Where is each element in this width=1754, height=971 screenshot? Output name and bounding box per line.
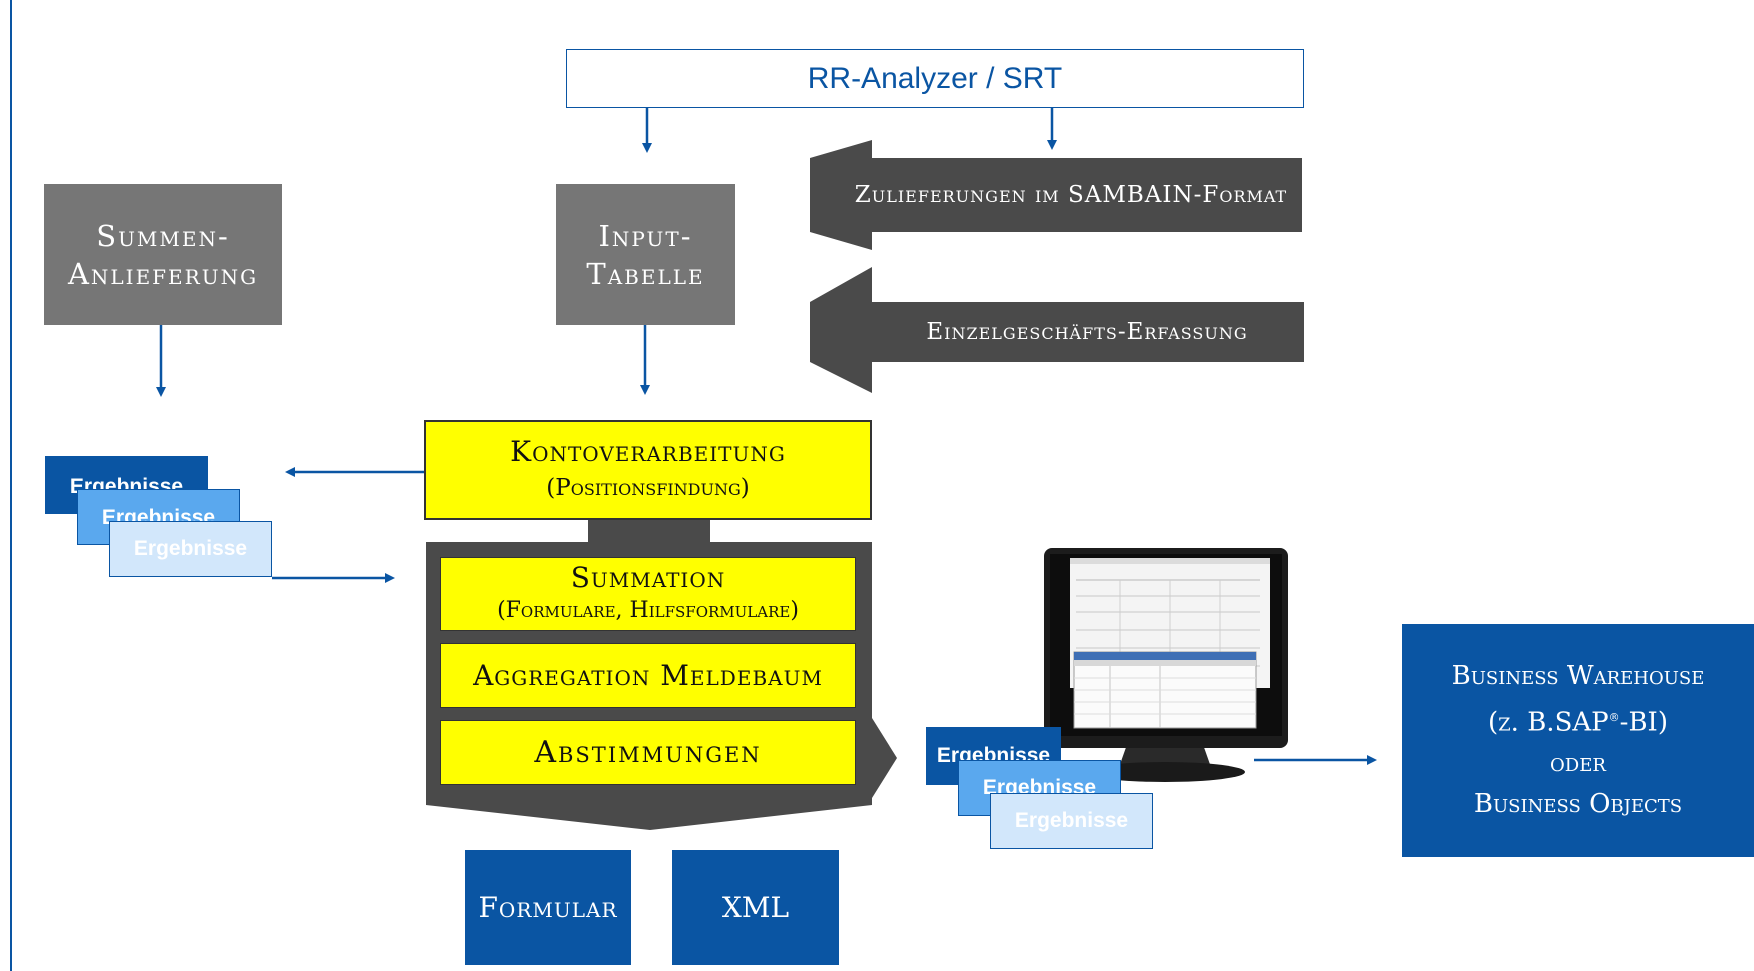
rr-analyzer-box: RR-Analyzer / SRT <box>566 49 1304 108</box>
einzel-label-box: Einzelgeschäfts-Erfassung <box>870 302 1304 362</box>
formular-box: Formular <box>465 850 631 965</box>
bw-line2-pre: (z. B.SAP <box>1488 707 1609 738</box>
summation-line1: Summation <box>570 561 726 594</box>
bw-line4: Business Objects <box>1473 789 1683 820</box>
monitor-icon <box>1040 548 1292 783</box>
aggregation-box: Aggregation Meldebaum <box>440 643 856 708</box>
summen-line1: Summen- <box>96 218 230 253</box>
aggregation-label: Aggregation Meldebaum <box>473 659 823 692</box>
summen-line2: Anlieferung <box>67 256 259 291</box>
bw-line1: Business Warehouse <box>1451 660 1705 691</box>
registered-mark: ® <box>1608 710 1620 724</box>
xml-label: XML <box>721 891 790 924</box>
abstimmungen-label: Abstimmungen <box>534 735 762 770</box>
konto-line1: Kontoverarbeitung <box>510 435 786 468</box>
formular-label: Formular <box>478 891 618 924</box>
xml-box: XML <box>672 850 839 965</box>
ergebnisse-card-3: Ergebnisse <box>109 521 272 577</box>
rr-analyzer-label: RR-Analyzer / SRT <box>807 61 1063 95</box>
input-line1: Input- <box>598 218 693 253</box>
monitor-drawing <box>1044 548 1288 782</box>
summation-box: Summation (Formulare, Hilfsformulare) <box>440 557 856 631</box>
input-line2: Tabelle <box>586 256 705 291</box>
left-border-line <box>10 0 12 971</box>
kontoverarbeitung-box: Kontoverarbeitung (Positionsfindung) <box>424 420 872 520</box>
summen-anlieferung-box: Summen- Anlieferung <box>44 184 282 325</box>
arrow-zulieferungen-shape <box>810 140 1302 250</box>
ergebnisse-label-6: Ergebnisse <box>1014 809 1129 832</box>
bw-line2: (z. B.SAP®-BI) <box>1488 697 1668 744</box>
bw-line2-post: -BI) <box>1619 707 1668 738</box>
konto-connector <box>588 518 710 544</box>
input-tabelle-box: Input- Tabelle <box>556 184 735 325</box>
ergebnisse-label-3: Ergebnisse <box>133 537 248 560</box>
zulieferungen-label-box: Zulieferungen im SAMBAIN-Format <box>840 158 1302 232</box>
business-warehouse-box: Business Warehouse (z. B.SAP®-BI) oder B… <box>1402 624 1754 857</box>
summation-line2: (Formulare, Hilfsformulare) <box>497 598 799 623</box>
zulieferungen-label: Zulieferungen im SAMBAIN-Format <box>854 182 1288 208</box>
ergebnisse-card-6: Ergebnisse <box>990 793 1153 849</box>
arrow-einzel-shape <box>810 267 1304 393</box>
konto-line2: (Positionsfindung) <box>546 475 750 501</box>
bw-line3: oder <box>1550 748 1606 779</box>
abstimmungen-box: Abstimmungen <box>440 720 856 785</box>
einzel-label: Einzelgeschäfts-Erfassung <box>926 319 1248 345</box>
